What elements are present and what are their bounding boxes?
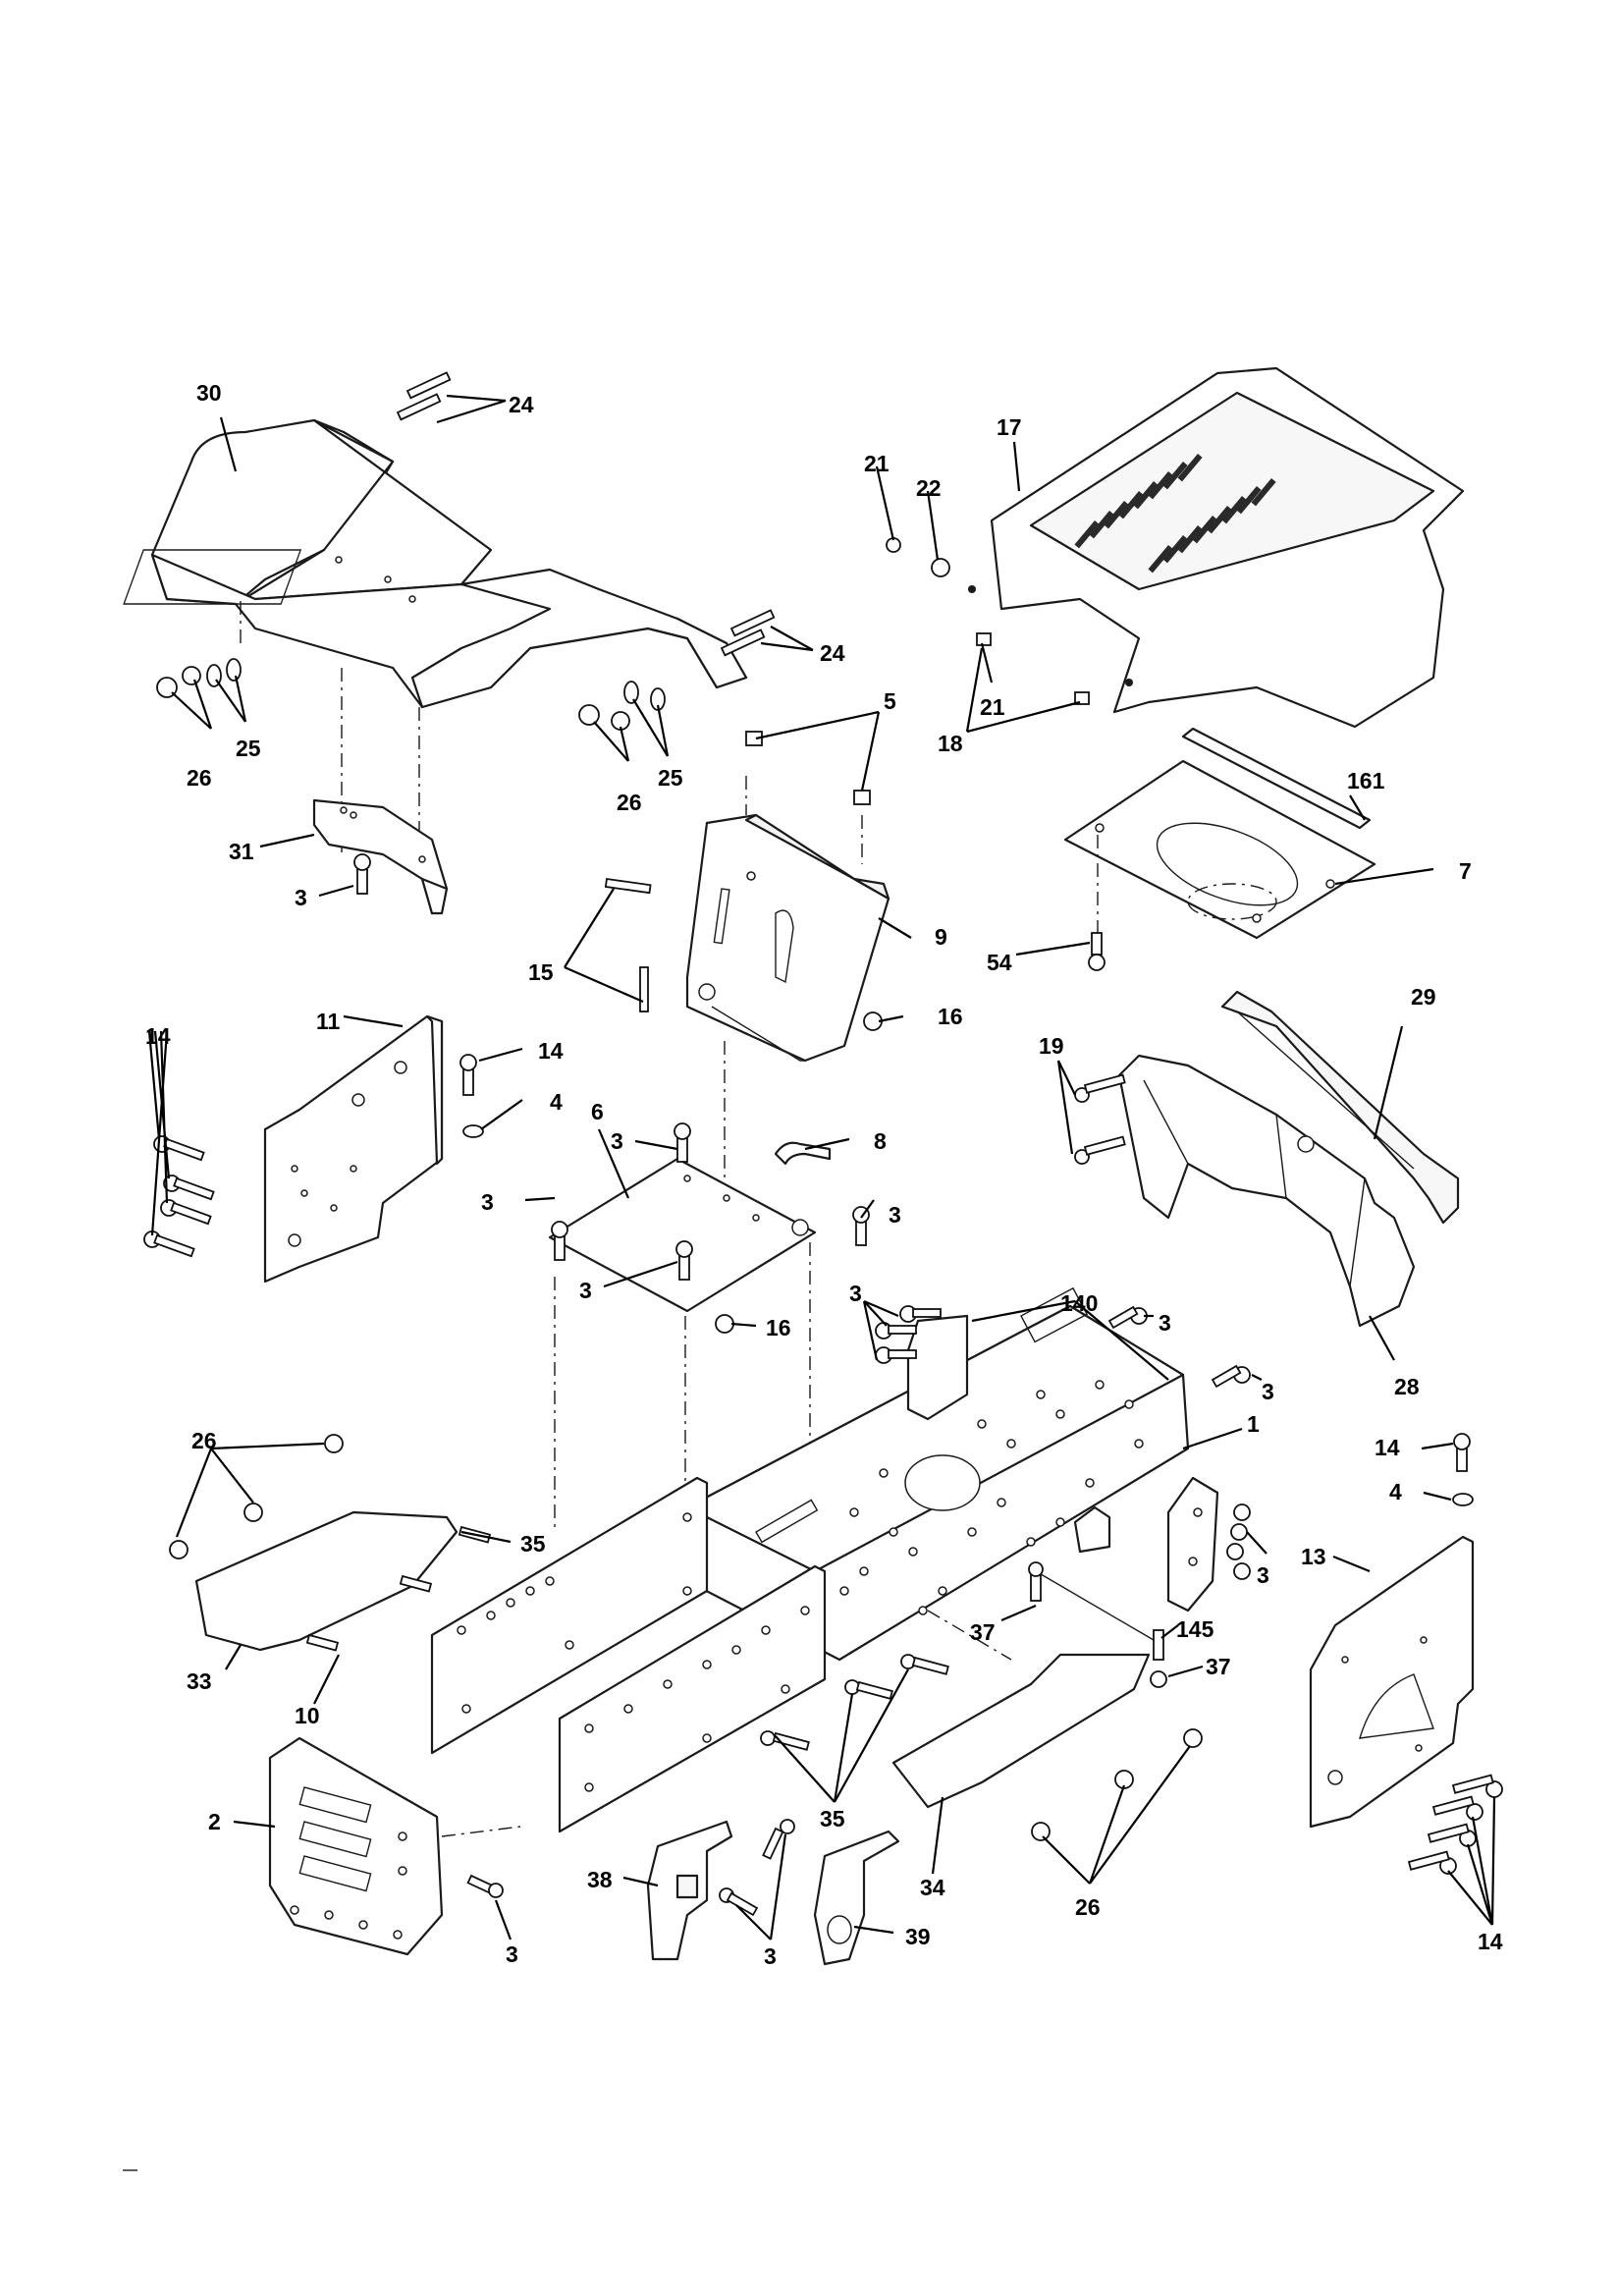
bracket-38-part [646, 1820, 733, 1961]
callout-labels: 30 24 24 26 25 26 25 31 3 17 21 22 21 18… [145, 380, 1503, 1969]
callout-10: 10 [295, 1703, 320, 1728]
callout-3: 3 [1257, 1562, 1269, 1588]
nut-washer-icon [156, 658, 666, 731]
callout-17: 17 [997, 414, 1022, 440]
nut-icon [886, 537, 950, 577]
callout-161: 161 [1347, 768, 1385, 793]
callout-4: 4 [1389, 1479, 1402, 1504]
callout-31: 31 [229, 839, 254, 864]
callout-24: 24 [509, 392, 534, 417]
callout-3: 3 [1159, 1310, 1171, 1336]
main-frame-1-part [430, 1286, 1219, 1833]
callout-18: 18 [938, 731, 963, 756]
mount-plate-6-part [548, 1122, 870, 1532]
callout-4: 4 [550, 1089, 563, 1115]
callout-3: 3 [849, 1281, 862, 1306]
callout-26: 26 [191, 1428, 217, 1453]
callout-3: 3 [295, 885, 307, 910]
callout-9: 9 [935, 924, 947, 950]
callout-3: 3 [889, 1202, 901, 1228]
frame-holes [457, 1512, 692, 1714]
callout-7: 7 [1459, 858, 1472, 884]
callout-14: 14 [145, 1023, 171, 1049]
bolt-icon [604, 877, 652, 1012]
rear-fender-part [123, 418, 748, 864]
callout-14: 14 [1478, 1929, 1503, 1954]
callout-26: 26 [187, 765, 212, 791]
callout-14: 14 [538, 1038, 564, 1064]
callout-16: 16 [938, 1004, 963, 1029]
grommet-icon [745, 731, 883, 1031]
callout-21: 21 [864, 451, 890, 476]
callout-24: 24 [820, 640, 845, 666]
callout-3: 3 [764, 1943, 777, 1969]
leader-lines [147, 394, 1496, 1941]
callout-35: 35 [520, 1531, 546, 1557]
callout-21: 21 [980, 694, 1005, 720]
bracket-39-part [813, 1830, 900, 1966]
frame-holes [839, 1380, 1144, 1615]
callout-26: 26 [1075, 1894, 1101, 1920]
seal-strip-161-part [1181, 727, 1372, 830]
callout-3: 3 [506, 1941, 518, 1967]
clip-8-part [774, 1141, 832, 1166]
bolt-icon [719, 1654, 949, 1917]
hood-plate-7-part [1063, 759, 1376, 971]
callout-16: 16 [766, 1315, 791, 1340]
side-panel-11-part [143, 1014, 484, 1284]
callout-26: 26 [617, 790, 642, 815]
callout-54: 54 [987, 950, 1012, 975]
hood-part [968, 366, 1465, 729]
callout-25: 25 [658, 765, 683, 791]
callout-13: 13 [1301, 1544, 1326, 1569]
front-bracket-2-part [268, 1736, 521, 1956]
callout-140: 140 [1060, 1290, 1098, 1316]
callout-145: 145 [1176, 1616, 1214, 1642]
callout-14: 14 [1375, 1435, 1400, 1460]
callout-5: 5 [884, 688, 896, 714]
side-panel-13-part [1309, 1433, 1503, 1875]
callout-1: 1 [1247, 1411, 1260, 1437]
panel-29-part [1220, 990, 1460, 1225]
frame-holes [584, 1606, 810, 1792]
callout-3: 3 [579, 1278, 592, 1303]
step-plate-34-part [891, 1653, 1203, 1841]
callout-25: 25 [236, 736, 261, 761]
callout-3: 3 [1262, 1379, 1274, 1404]
callout-11: 11 [316, 1009, 341, 1034]
dash-panel-9-part [685, 776, 890, 1218]
callout-6: 6 [591, 1099, 604, 1124]
step-plate-33-part [169, 1434, 492, 1652]
callout-8: 8 [874, 1128, 887, 1154]
callout-39: 39 [905, 1924, 931, 1949]
callout-29: 29 [1411, 984, 1436, 1010]
callout-38: 38 [587, 1867, 613, 1892]
callout-2: 2 [208, 1809, 221, 1834]
bolt-icon [875, 1305, 1251, 1688]
callout-19: 19 [1039, 1033, 1064, 1059]
bracket-31-part [312, 798, 449, 915]
shroud-28-part [1074, 1054, 1416, 1328]
callout-22: 22 [916, 475, 942, 501]
callout-37: 37 [970, 1619, 996, 1645]
callout-15: 15 [528, 959, 554, 985]
callout-33: 33 [187, 1668, 212, 1694]
hood-vent-slots [1074, 454, 1276, 574]
callout-37: 37 [1206, 1654, 1231, 1679]
callout-3: 3 [481, 1189, 494, 1215]
callout-28: 28 [1394, 1374, 1420, 1399]
callout-30: 30 [196, 380, 222, 406]
callout-35: 35 [820, 1806, 845, 1831]
callout-3: 3 [611, 1128, 623, 1154]
bolt-icon [396, 371, 776, 657]
callout-34: 34 [920, 1875, 945, 1900]
